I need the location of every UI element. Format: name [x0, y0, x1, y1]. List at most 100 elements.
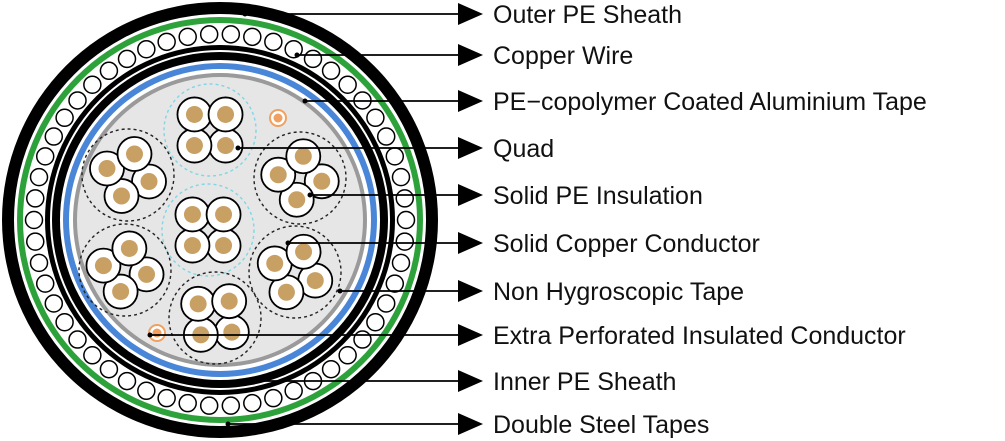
- solid-copper-conductor: [185, 137, 203, 155]
- copper-wire: [391, 253, 411, 273]
- quad-boundary: [81, 128, 175, 222]
- copper-wire: [29, 253, 49, 273]
- copper-wire: [99, 359, 119, 379]
- solid-copper-conductor: [294, 147, 312, 165]
- solid-copper-conductor: [138, 265, 156, 283]
- copper-wire: [321, 359, 341, 379]
- callout-arrow: [458, 280, 483, 302]
- label-outer-pe-sheath: Outer PE Sheath: [493, 1, 682, 29]
- copper-wire: [99, 61, 119, 81]
- copper-wire: [221, 396, 241, 415]
- extra-conductor-core: [152, 328, 162, 338]
- solid-copper-conductor: [288, 191, 306, 209]
- solid-copper-conductor: [217, 137, 235, 155]
- copper-wire: [178, 393, 197, 413]
- copper-wire: [199, 25, 219, 44]
- copper-wire: [24, 210, 44, 230]
- copper-wire: [338, 75, 357, 94]
- copper-wire: [117, 371, 137, 391]
- solid-copper-conductor: [189, 295, 207, 313]
- copper-wire: [137, 381, 156, 401]
- label-solid-copper-conductor: Solid Copper Conductor: [493, 230, 760, 258]
- copper-wire: [26, 189, 45, 208]
- solid-copper-conductor: [126, 145, 144, 163]
- solid-copper-conductor: [313, 172, 331, 190]
- solid-copper-conductor: [266, 254, 284, 272]
- callout-arrow: [458, 370, 483, 392]
- solid-copper-conductor: [223, 323, 241, 341]
- copper-wire: [29, 167, 49, 187]
- solid-copper-conductor: [215, 205, 233, 223]
- callout-extra-perforated-insulated-conductor: Extra Perforated Insulated Conductor: [147, 322, 906, 350]
- extra-conductor-core: [273, 113, 283, 123]
- callout-arrow: [458, 324, 483, 346]
- copper-wire: [366, 312, 385, 332]
- label-solid-pe-insulation: Solid PE Insulation: [493, 182, 703, 210]
- solid-copper-conductor: [98, 159, 116, 177]
- copper-wire: [264, 32, 283, 52]
- callout-outer-pe-sheath: Outer PE Sheath: [242, 1, 682, 29]
- copper-wire: [157, 32, 176, 52]
- copper-wire: [391, 167, 411, 187]
- copper-wire: [26, 232, 45, 251]
- callout-quad: Quad: [235, 135, 554, 163]
- callout-solid-copper-conductor: Solid Copper Conductor: [285, 230, 760, 258]
- callout-double-steel-tapes: Double Steel Tapes: [225, 411, 709, 439]
- quad-boundary: [163, 83, 257, 177]
- copper-wire: [221, 25, 241, 44]
- copper-wire: [338, 346, 357, 365]
- copper-wire: [55, 108, 74, 128]
- solid-copper-conductor: [185, 105, 203, 123]
- callout-pe-copolymer-coated-aluminium-tape: PE−copolymer Coated Aluminium Tape: [302, 88, 927, 116]
- label-pe-copolymer-coated-aluminium-tape: PE−copolymer Coated Aluminium Tape: [493, 88, 927, 116]
- quad-upper-left: [81, 128, 175, 222]
- copper-wire: [157, 388, 176, 408]
- solid-copper-conductor: [277, 283, 295, 301]
- solid-copper-conductor: [306, 272, 324, 290]
- copper-wire: [35, 147, 55, 166]
- label-double-steel-tapes: Double Steel Tapes: [493, 411, 709, 439]
- quad-boundary: [248, 225, 342, 319]
- callout-non-hygroscopic-tape: Non Hygroscopic Tape: [337, 278, 744, 306]
- copper-wire: [178, 27, 197, 47]
- callout-arrow: [458, 232, 483, 254]
- callout-copper-wire: Copper Wire: [294, 42, 633, 70]
- callout-arrow: [458, 184, 483, 206]
- quad-boundary: [78, 223, 172, 317]
- copper-wire: [44, 294, 64, 313]
- copper-wire: [303, 49, 323, 69]
- copper-wire: [385, 147, 405, 166]
- copper-wire: [396, 210, 416, 230]
- copper-wire: [243, 393, 262, 413]
- label-copper-wire: Copper Wire: [493, 42, 633, 70]
- callout-arrow: [458, 3, 483, 25]
- callout-arrow: [458, 137, 483, 159]
- copper-wire: [35, 274, 55, 293]
- copper-wire: [83, 75, 102, 94]
- copper-wire: [376, 127, 396, 146]
- solid-copper-conductor: [183, 205, 201, 223]
- copper-wire: [55, 312, 74, 332]
- quad-boundary: [168, 271, 262, 365]
- solid-copper-conductor: [140, 173, 158, 191]
- label-non-hygroscopic-tape: Non Hygroscopic Tape: [493, 278, 744, 306]
- copper-wire: [199, 396, 219, 415]
- solid-copper-conductor: [217, 105, 235, 123]
- quad-boundary: [161, 183, 255, 277]
- cable-cross-section: [2, 2, 438, 438]
- solid-copper-conductor: [112, 283, 130, 301]
- copper-wire: [321, 61, 341, 81]
- quad-lower-left: [78, 223, 172, 317]
- callout-arrow: [458, 44, 483, 66]
- label-quad: Quad: [493, 135, 554, 163]
- copper-wire: [385, 274, 405, 293]
- copper-wire: [264, 388, 283, 408]
- label-inner-pe-sheath: Inner PE Sheath: [493, 368, 676, 396]
- copper-wire: [83, 346, 102, 365]
- copper-wire: [68, 91, 87, 110]
- solid-copper-conductor: [120, 239, 138, 257]
- copper-wire: [137, 39, 156, 59]
- copper-wire: [243, 27, 262, 47]
- copper-wire: [117, 49, 137, 69]
